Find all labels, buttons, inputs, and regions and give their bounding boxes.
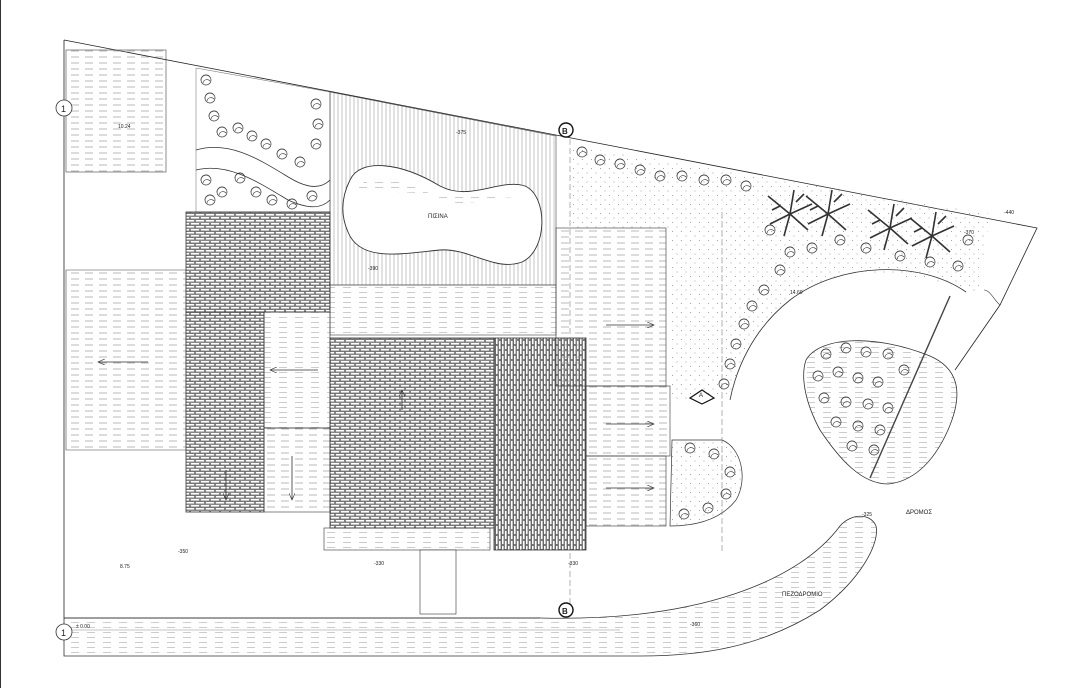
- sheet-border: [0, 0, 1, 688]
- nw-lawn: [65, 49, 167, 173]
- level-labels: 10.24 -375 -390 -440 -370 14.60 -350 8.7…: [76, 124, 1014, 630]
- south-east-bed: [669, 439, 743, 527]
- level-pool-bottom: -390: [368, 266, 378, 272]
- svg-text:A: A: [699, 393, 703, 399]
- level-sidewalk: -360: [690, 622, 700, 628]
- level-road-corner: -325: [862, 512, 872, 518]
- garden-edge: [729, 269, 967, 401]
- nw-planting: [195, 67, 331, 213]
- west-terrace: [65, 269, 187, 451]
- svg-text:1: 1: [61, 628, 66, 638]
- road-label: ΔΡΟΜΟΣ: [906, 510, 932, 516]
- level-house-south: -330: [374, 561, 384, 567]
- sidewalk-label: ΠΕΖΟΔΡΟΜΙΟ: [782, 592, 823, 598]
- patio-strip: [329, 284, 557, 336]
- island-bed: [803, 340, 958, 485]
- level-datum: ± 0.00: [76, 624, 90, 630]
- slope-arrows: [98, 325, 654, 500]
- svg-text:B: B: [562, 127, 568, 136]
- level-house-south-east: -330: [568, 561, 578, 567]
- section-marker-b-top: B: [558, 122, 574, 138]
- grid-marker-top: 1: [55, 99, 73, 117]
- sidewalk: [63, 515, 877, 657]
- svg-text:1: 1: [61, 104, 66, 114]
- level-nw-lawn: 10.24: [118, 124, 131, 130]
- island-axis: [869, 295, 951, 479]
- level-south-west-outer: 8.75: [120, 564, 130, 570]
- level-south-west: -350: [178, 549, 188, 555]
- east-terraces: [555, 227, 671, 527]
- east-garden: [572, 146, 990, 400]
- level-east-garden: 14.60: [790, 290, 803, 296]
- pool-label: ΠΙΣΙΝΑ: [428, 214, 448, 220]
- section-marker-a: A: [688, 389, 716, 405]
- east-kerb: [983, 289, 1001, 306]
- section-marker-b-bottom: B: [558, 602, 574, 618]
- svg-text:B: B: [562, 607, 568, 616]
- level-pool-top: -375: [456, 130, 466, 136]
- grid-marker-bottom: 1: [55, 623, 73, 641]
- level-east-tip: -440: [1004, 210, 1014, 216]
- level-east-slope: -370: [964, 230, 974, 236]
- house-paving: [185, 211, 587, 615]
